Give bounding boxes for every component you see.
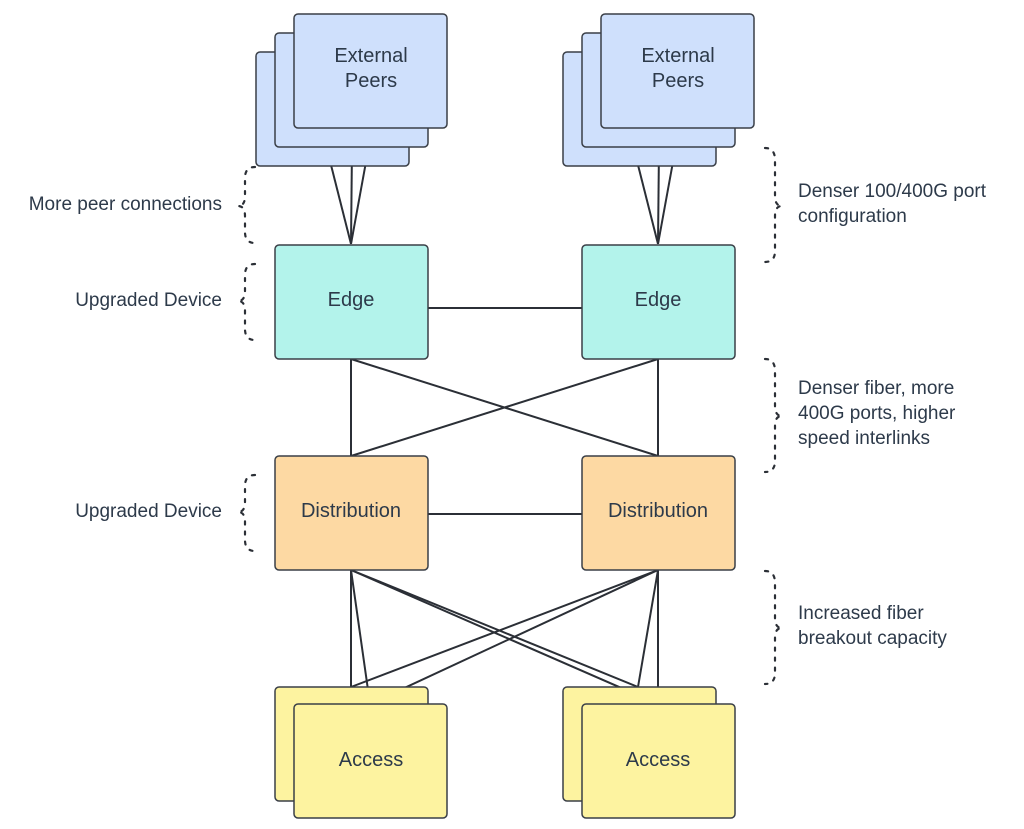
annotation-breakout: Increased fiber breakout capacity (763, 569, 947, 686)
text-line: 400G ports, higher (798, 403, 956, 424)
access-left-box (293, 703, 448, 819)
link-dist-access-6 (369, 569, 659, 705)
annotation-port-config: Denser 100/400G port configuration (763, 146, 987, 264)
link-dist-access-3 (350, 569, 639, 688)
external-peers-right-box (600, 13, 755, 129)
annotation-distribution-upgrade-text: Upgraded Device (75, 501, 222, 522)
annotation-breakout-text: Increased fiber breakout capacity (798, 603, 947, 649)
annotation-peer-connections: More peer connections (29, 165, 257, 245)
access-left[interactable]: Access (274, 686, 448, 819)
text-line: configuration (798, 206, 907, 227)
text-line: breakout capacity (798, 628, 947, 649)
distribution-left-box (274, 455, 429, 571)
link-dist-access-5 (350, 569, 659, 688)
text-line: External (641, 45, 714, 67)
distribution-right-label: Distribution (608, 500, 708, 522)
external-peers-left-box (293, 13, 448, 129)
annotation-distribution-upgrade-brace (237, 473, 257, 553)
annotation-port-config-brace (763, 146, 783, 264)
text-line: External (334, 45, 407, 67)
text-line: Peers (345, 70, 397, 92)
text-line: Denser fiber, more (798, 378, 954, 399)
distribution-right-box (581, 455, 736, 571)
link-peer-edge-left-1 (330, 164, 352, 245)
distribution-right[interactable]: Distribution (581, 455, 736, 571)
annotation-edge-upgrade-brace (237, 262, 257, 342)
text-line: speed interlinks (798, 428, 930, 449)
edge-left[interactable]: Edge (274, 244, 429, 360)
access-right-box (581, 703, 736, 819)
text-line: Increased fiber (798, 603, 924, 624)
annotation-fiber-interlinks-brace (763, 357, 783, 474)
annotation-breakout-brace (763, 569, 783, 686)
annotation-fiber-interlinks: Denser fiber, more 400G ports, higher spee… (763, 357, 956, 474)
distribution-left[interactable]: Distribution (274, 455, 429, 571)
access-right-label: Access (626, 749, 690, 771)
annotation-edge-upgrade: Upgraded Device (75, 262, 257, 342)
edge-left-box (274, 244, 429, 360)
annotation-edge-upgrade-text: Upgraded Device (75, 290, 222, 311)
link-edge-dist-cross-2 (350, 358, 659, 457)
access-right[interactable]: Access (562, 686, 736, 819)
link-peer-edge-right-1 (637, 164, 659, 245)
annotation-distribution-upgrade: Upgraded Device (75, 473, 257, 553)
edge-right[interactable]: Edge (581, 244, 736, 360)
links (330, 128, 680, 705)
link-dist-access-4 (350, 569, 659, 705)
text-line: Peers (652, 70, 704, 92)
access-left-label: Access (339, 749, 403, 771)
edge-right-box (581, 244, 736, 360)
edge-right-label: Edge (635, 289, 682, 311)
annotation-peer-connections-brace (237, 165, 257, 245)
annotation-fiber-interlinks-text: Denser fiber, more 400G ports, higher spee… (798, 378, 956, 449)
text-line: Denser 100/400G port (798, 181, 987, 202)
annotation-peer-connections-text: More peer connections (29, 194, 222, 215)
distribution-left-label: Distribution (301, 500, 401, 522)
link-dist-access-7 (637, 569, 659, 688)
edge-left-label: Edge (328, 289, 375, 311)
annotation-port-config-text: Denser 100/400G port configuration (798, 181, 987, 227)
